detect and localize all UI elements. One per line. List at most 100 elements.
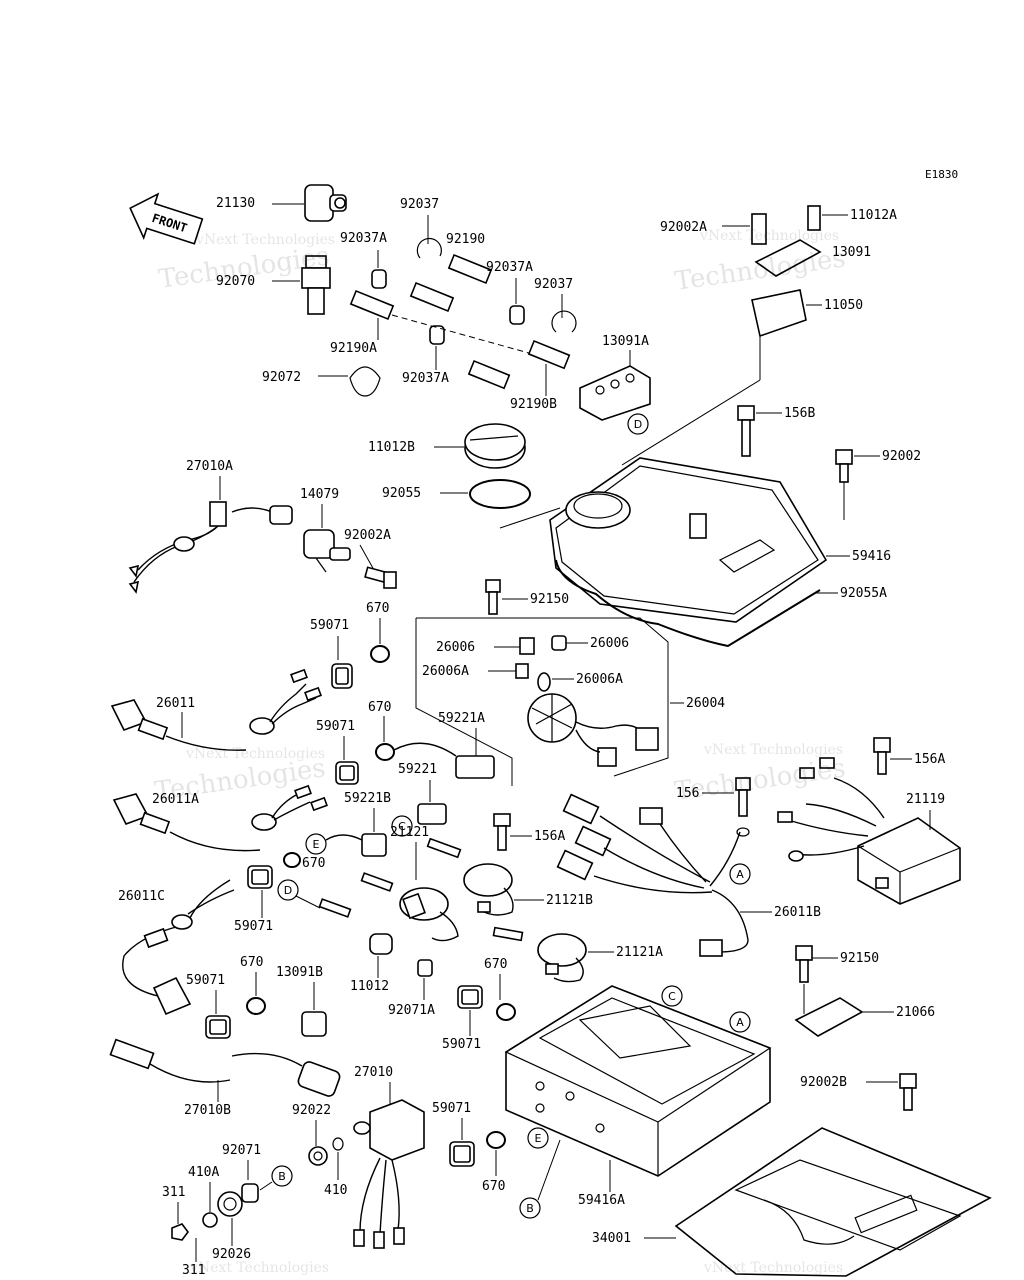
label-26006a-2: 26006A [576,672,623,687]
clip-92037a-1 [371,269,387,289]
part-21130-sensor [272,184,347,222]
oring-670-6 [486,1131,506,1149]
coil-21121 [360,872,459,942]
label-26011: 26011 [156,696,195,711]
bolt-156-mid [735,777,751,837]
front-arrow: FRONT [129,192,204,245]
label-670-2: 670 [368,700,391,715]
label-92055a: 92055A [840,586,887,601]
hose-92190 [447,253,493,285]
bolt-92150-top [485,579,501,615]
callout-d-top [627,413,649,435]
label-59416: 59416 [852,549,891,564]
cdi-21119 [777,757,961,905]
svg-text:A: A [736,868,744,881]
callout-d-mid [277,879,299,901]
fuse-26006a-1 [515,663,529,679]
clip-92037a-3 [429,325,445,345]
hose-lower [467,359,511,390]
bolt-156a-top [873,737,891,775]
label-92150-top: 92150 [530,592,569,607]
label-11012a: 11012A [850,208,897,223]
bolt-92002 [835,449,853,483]
part-11012b-cap [464,423,526,469]
label-156b: 156B [784,406,815,421]
svg-text:B: B [278,1170,286,1183]
label-34001: 34001 [592,1231,631,1246]
label-59221a: 59221A [438,711,485,726]
connector-59221a [455,755,495,779]
bolt-92002b [899,1073,917,1111]
grommet-59071-4 [205,1015,231,1039]
gasket-92055a [555,559,821,648]
label-26006a-1: 26006A [422,664,469,679]
label-670-4: 670 [240,955,263,970]
grommet-59071-3 [247,865,273,889]
plate-34001 [674,1127,992,1277]
label-670-5: 670 [484,957,507,972]
label-92022: 92022 [292,1103,331,1118]
clip-92037a-2 [509,305,525,325]
connector-59221 [417,803,447,825]
oring-670-2 [375,743,395,761]
label-670-6: 670 [482,1179,505,1194]
label-21066: 21066 [896,1005,935,1020]
label-410: 410 [324,1183,347,1198]
label-21121a: 21121A [616,945,663,960]
label-92150-right: 92150 [840,951,879,966]
watermark-10: vNext Technologies [703,1260,843,1276]
harness-27010b [109,1038,341,1097]
label-59071-4: 59071 [186,973,225,988]
label-92037a-2: 92037A [486,260,533,275]
part-59416-cover [549,457,828,623]
label-92002: 92002 [882,449,921,464]
label-26006-1: 26006 [436,640,475,655]
part-92070-fitting [272,255,331,315]
label-92037-top: 92037 [400,197,439,212]
label-21121: 21121 [390,825,429,840]
svg-text:D: D [284,884,292,897]
label-27010a: 27010A [186,459,233,474]
label-26011c: 26011C [118,889,165,904]
label-21121b: 21121B [546,893,593,908]
grommet-92071 [241,1183,259,1203]
bracket-line-left [415,618,513,786]
label-27010: 27010 [354,1065,393,1080]
watermark-1: vNext Technologies [195,232,335,248]
label-26011b: 26011B [774,905,821,920]
harness-26011c [122,879,235,1016]
oring-670-5 [496,1003,516,1021]
svg-text:C: C [668,990,676,1003]
hose-top-mid [409,281,455,313]
label-92071a: 92071A [388,1003,435,1018]
label-92002a: 92002A [344,528,391,543]
label-13091b: 13091B [276,965,323,980]
label-92190a: 92190A [330,341,377,356]
svg-text:C: C [398,820,406,833]
callout-b-box [519,1197,541,1219]
bolt-92002a [364,566,397,589]
label-670-3: 670 [302,856,325,871]
bolt-92002a-top [751,213,767,245]
svg-text:E: E [313,838,320,851]
label-59071-1: 59071 [310,618,349,633]
connector-59221b [361,833,387,857]
bolt-156b [737,405,755,457]
label-11012b: 11012B [368,440,415,455]
svg-text:B: B [526,1202,534,1215]
label-92002a-top: 92002A [660,220,707,235]
label-11050: 11050 [824,298,863,313]
label-92055: 92055 [382,486,421,501]
bracket-line-right [416,617,669,777]
nut-92026-large [217,1191,243,1217]
watermark-3: vNext Technologies [699,228,839,244]
label-156a-top: 156A [914,752,945,767]
diagram-code: E1830 [925,168,958,181]
relay-box-26004 [527,693,659,767]
grommet-59071-6 [449,1141,475,1167]
label-59071-6: 59071 [432,1101,471,1116]
label-92037a-1: 92037A [340,231,387,246]
label-92037a-3: 92037A [402,371,449,386]
label-14079: 14079 [300,487,339,502]
